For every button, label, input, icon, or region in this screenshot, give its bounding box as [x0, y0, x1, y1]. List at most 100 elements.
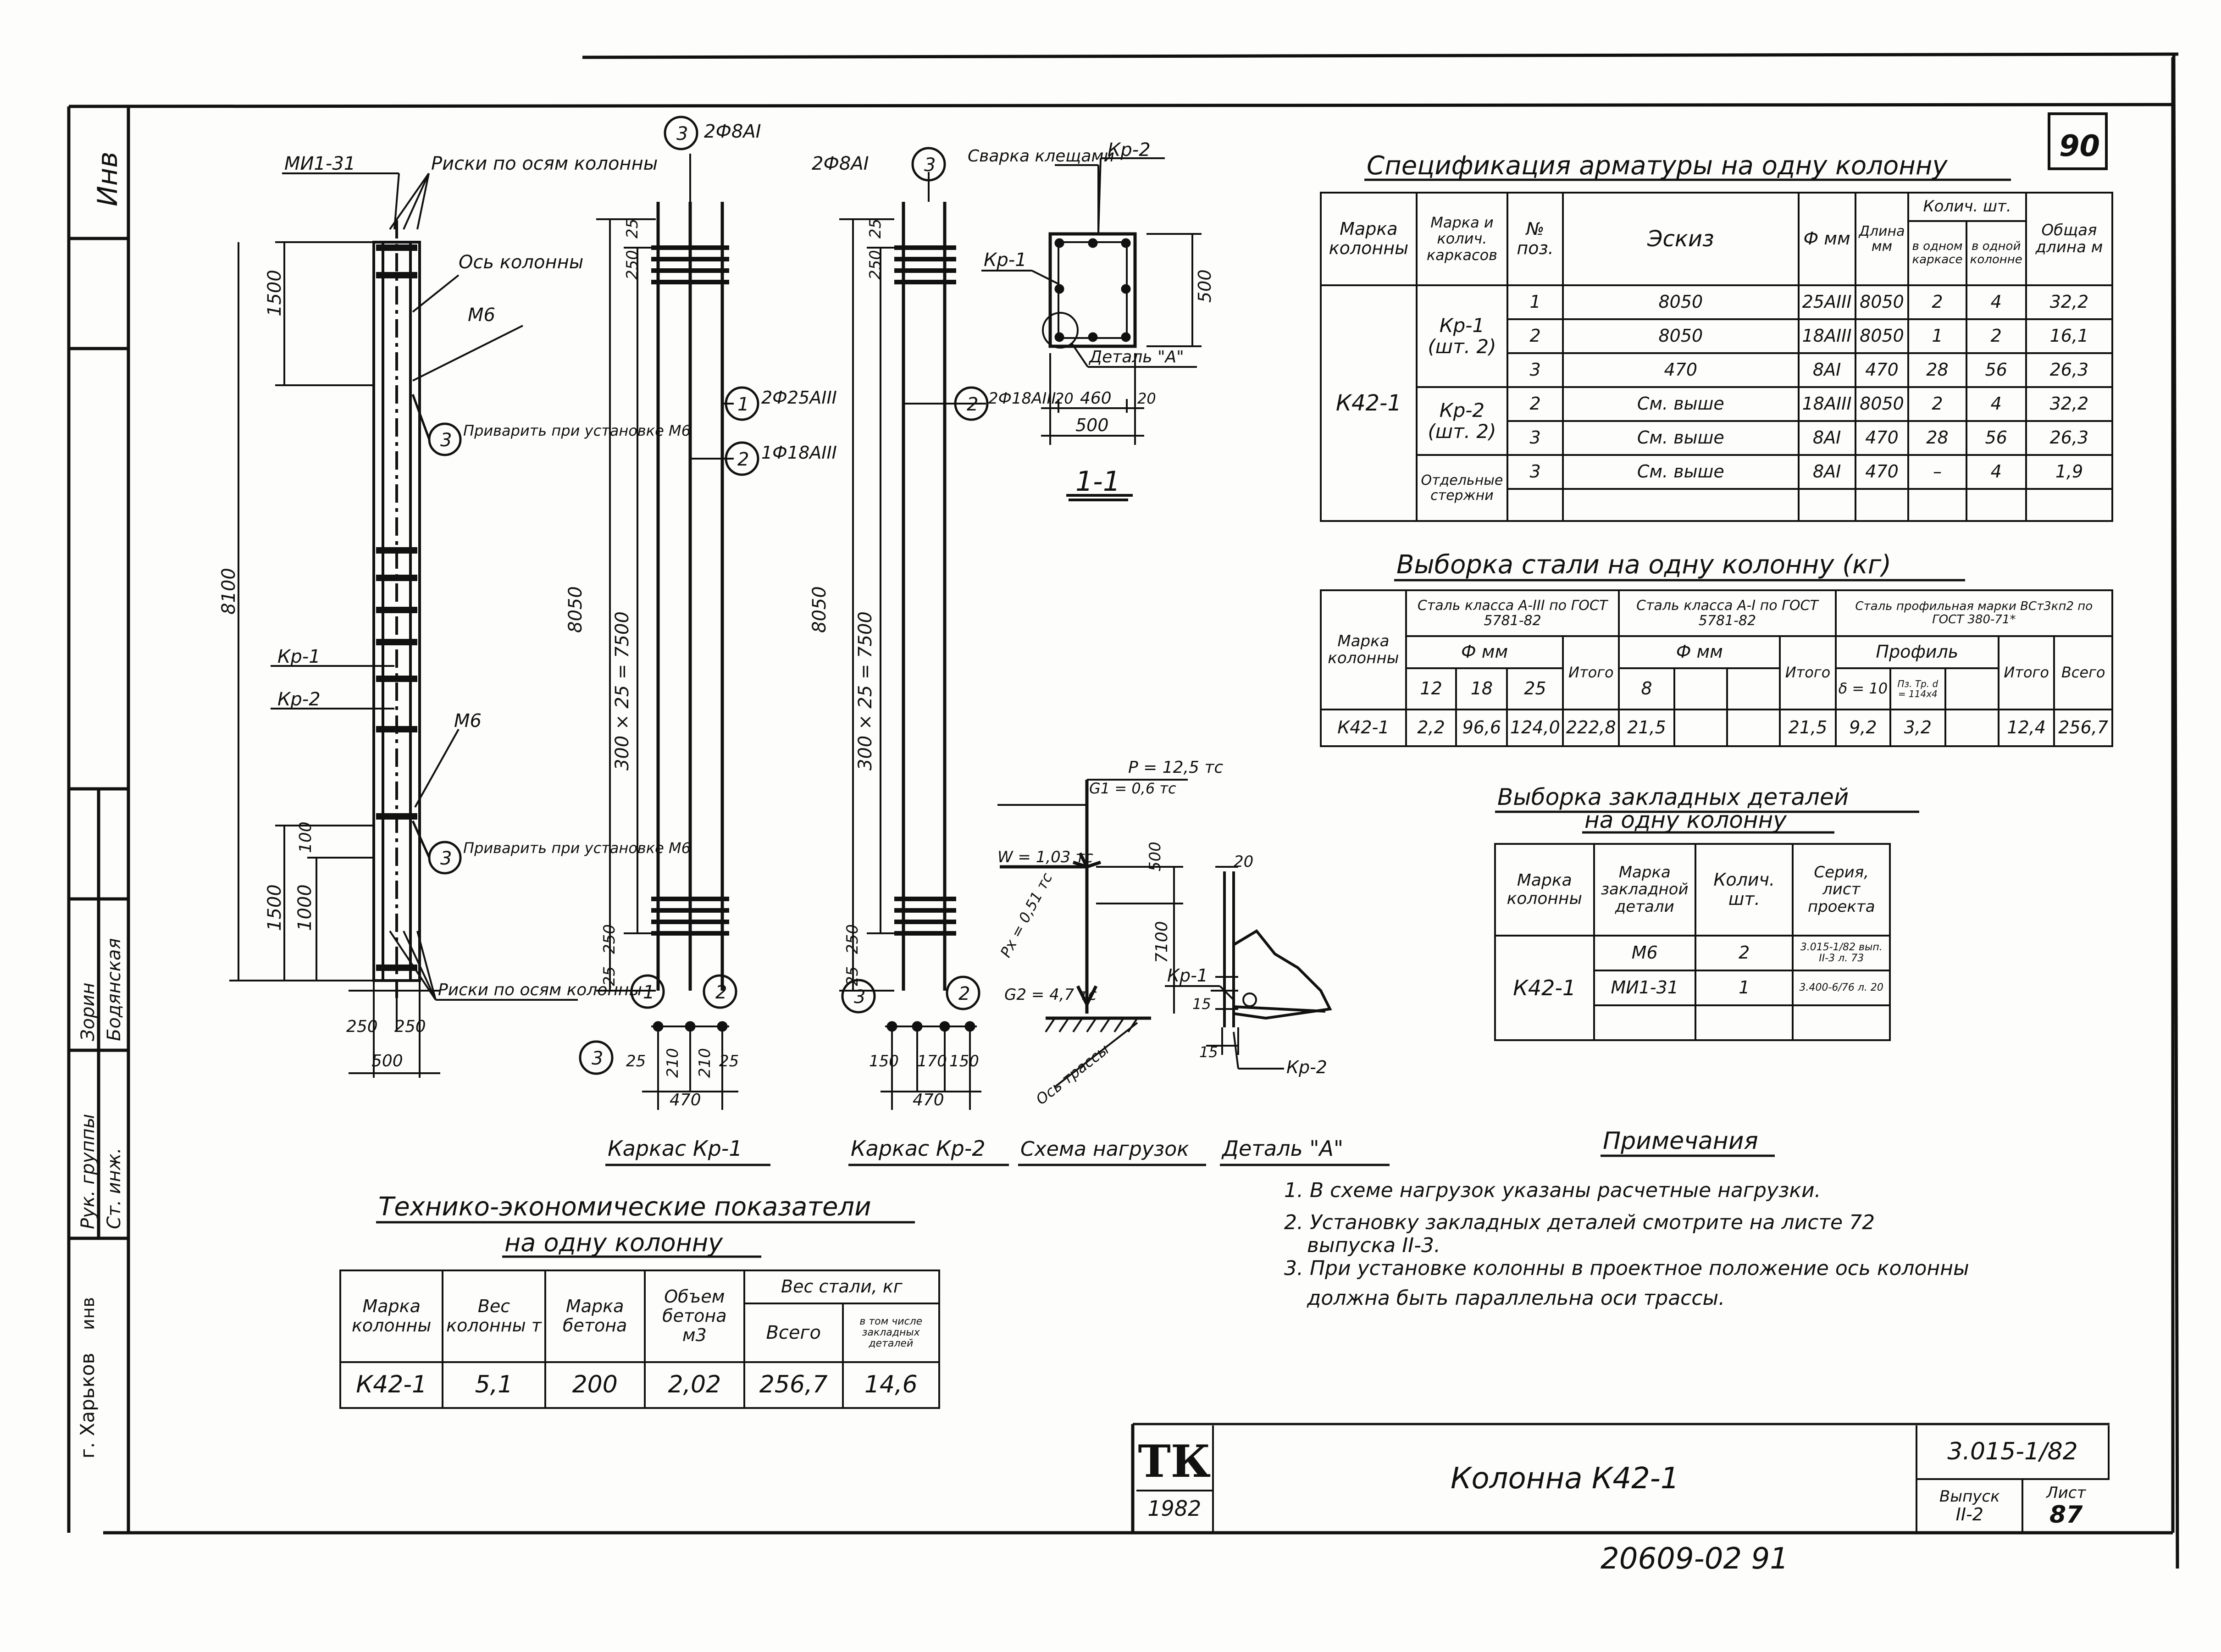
- steel-h-18: 18: [1455, 667, 1508, 710]
- kr1-callout-1: 1: [737, 394, 749, 415]
- detail-kr1-label: Кр-1: [1167, 965, 1208, 986]
- table-row: К42-1 М6 2 3.015-1/82 вып. II-3 л. 73: [1494, 935, 1891, 1041]
- tei-h-total: Всего: [743, 1303, 844, 1363]
- detail-dim-15b: 15: [1199, 1043, 1218, 1061]
- emb-cell: 3.400-6/76 л. 20: [1792, 970, 1891, 1006]
- spec-table: Марка колонны Марка и колич. каркасов № …: [1320, 192, 2114, 522]
- kr1-bar2-label: 1Ф18АIII: [761, 443, 837, 463]
- kr2-dim-7500: 300 × 25 = 7500: [855, 611, 876, 771]
- spec-cell: 2: [1907, 386, 1967, 422]
- steel-h-12: 12: [1405, 667, 1457, 710]
- kr1-bar-top-label: 2Ф8АI: [704, 121, 761, 142]
- steel-h-mark: Марка колонны: [1320, 589, 1407, 710]
- tei-table: Марка колонны Вес колонны т Марка бетона…: [339, 1269, 941, 1409]
- kr2-dim-25-bottom: 25: [843, 966, 862, 986]
- kr1-dim-470: 470: [670, 1091, 701, 1109]
- spec-cell: См. выше: [1562, 386, 1800, 422]
- spec-cell: 470: [1854, 420, 1910, 456]
- logo-cell: ТК 1982: [1136, 1425, 1214, 1534]
- drawing-code: 3.015-1/82: [1916, 1425, 2110, 1480]
- dim-1500-bottom: 1500: [264, 884, 285, 931]
- section-label: 1-1: [1075, 466, 1120, 498]
- kr1-label-column: Кр-1: [277, 646, 321, 667]
- section-dim-20b: 20: [1137, 390, 1156, 407]
- spec-cell: 8050: [1562, 318, 1800, 354]
- spec-cell: 32,2: [2025, 386, 2114, 422]
- kr1-bar1-label: 2Ф25АIII: [761, 388, 837, 408]
- detail-caption: Деталь "А": [1221, 1136, 1343, 1161]
- kr1-callout-1-sec: 1: [643, 982, 654, 1003]
- spec-cell: 8050: [1854, 284, 1910, 320]
- emb-cell: 2: [1694, 935, 1794, 971]
- dim-1500-top: 1500: [264, 270, 285, 316]
- stamp-role-2: Ст. инж.: [104, 1148, 125, 1229]
- kr2-dim-25-top: 25: [866, 219, 885, 238]
- spec-cell: 8050: [1562, 284, 1800, 320]
- kr1-dim-250-bottom: 250: [600, 924, 619, 954]
- load-g2: G2 = 4,7 тс: [1004, 986, 1097, 1004]
- dim-500-column: 500: [371, 1052, 403, 1070]
- table-row: К42-1 2,2 96,6 124,0 222,8 21,5 21,5 9,2…: [1320, 709, 2113, 747]
- spec-cell: –: [1907, 454, 1967, 490]
- spec-cell: 470: [1854, 454, 1910, 490]
- axis-label: Ось колонны: [459, 252, 583, 273]
- spec-mark: К42-1: [1320, 284, 1418, 522]
- spec-cell: 56: [1965, 352, 2027, 388]
- section-dim-20a: 20: [1055, 390, 1074, 407]
- kr1-callout-2: 2: [737, 449, 749, 470]
- tei-cell: 256,7: [743, 1361, 844, 1409]
- spec-cell: 26,3: [2025, 420, 2114, 456]
- kr2-bar2-label: 2Ф18АIII: [988, 389, 1056, 408]
- steel-cell: 12,4: [1997, 709, 2055, 747]
- kr1-dim-7500: 300 × 25 = 7500: [612, 611, 633, 771]
- spec-cell: 3: [1507, 420, 1564, 456]
- spec-cell: 1,9: [2025, 454, 2114, 490]
- stamp-city: г. Харьков: [76, 1353, 99, 1458]
- spec-cell: 2: [1965, 318, 2027, 354]
- detail-dim-20: 20: [1234, 853, 1253, 871]
- kr1-callout-3-sec: 3: [592, 1048, 603, 1069]
- spec-cell: 32,2: [2025, 284, 2114, 320]
- note-3: 3. При установке колонны в проектное пол…: [1284, 1257, 1969, 1280]
- section-dim-500-v: 500: [1195, 269, 1215, 303]
- spec-h-len: Длина мм: [1854, 192, 1910, 286]
- tei-h-weight: Вес колонны т: [442, 1269, 546, 1363]
- note-2: 2. Установку закладных деталей смотрите …: [1284, 1211, 1875, 1234]
- kr2-dim-8050: 8050: [809, 586, 830, 633]
- spec-title: Спецификация арматуры на одну колонну: [1367, 151, 1948, 181]
- section-kr1-label: Кр-1: [984, 249, 1027, 271]
- section-dim-500-h: 500: [1075, 415, 1109, 435]
- tei-h-mark: Марка колонны: [339, 1269, 444, 1363]
- embedded-title-2: на одну колонну: [1584, 807, 1787, 833]
- emb-h-qty: Колич. шт.: [1694, 843, 1794, 937]
- embedded-table: Марка колонны Марка закладной детали Кол…: [1494, 843, 1891, 1041]
- emb-h-detail: Марка закладной детали: [1593, 843, 1697, 937]
- table-row: К42-1 Кр-1 (шт. 2) 1 8050 25АIII 8050 2 …: [1320, 284, 2114, 522]
- steel-cell: 3,2: [1889, 709, 1946, 747]
- section-dim-460: 460: [1080, 389, 1112, 408]
- kr1-callout-3-top: 3: [676, 123, 688, 144]
- kr1-dim-s210b: 210: [696, 1048, 714, 1078]
- issue-value: II-2: [1955, 1504, 1983, 1525]
- spec-h-total: Общая длина м: [2025, 192, 2114, 286]
- embedded-title-1: Выборка закладных деталей: [1497, 784, 1849, 810]
- spec-h-qty-col: в одной колонне: [1965, 220, 2027, 286]
- kr2-dim-470: 470: [913, 1091, 944, 1109]
- m6-label-upper: М6: [468, 305, 495, 326]
- spec-cell: 3: [1507, 454, 1564, 490]
- spec-h-dia: Ф мм: [1797, 192, 1856, 286]
- kr2-dim-s170: 170: [917, 1052, 947, 1070]
- table-row: 2 8050 18АIII 8050 1 2 16,1: [1321, 318, 2114, 354]
- spec-cell: 8АI: [1797, 420, 1856, 456]
- stamp-name-2: Бодянская: [104, 938, 125, 1041]
- note-1: 1. В схеме нагрузок указаны расчетные на…: [1284, 1179, 1821, 1202]
- kr2-dim-250-bottom: 250: [843, 924, 862, 954]
- notes-title: Примечания: [1603, 1127, 1758, 1155]
- callout-3-text-upper: 3: [440, 430, 452, 451]
- kr2-callout-3-top: 3: [924, 155, 936, 176]
- tei-h-emb: в том числе закладных деталей: [842, 1303, 941, 1363]
- frame-kr2-elevation: [839, 147, 989, 1110]
- kr2-callout-2-sec: 2: [958, 983, 970, 1004]
- spec-h-mark: Марка колонны: [1320, 192, 1418, 286]
